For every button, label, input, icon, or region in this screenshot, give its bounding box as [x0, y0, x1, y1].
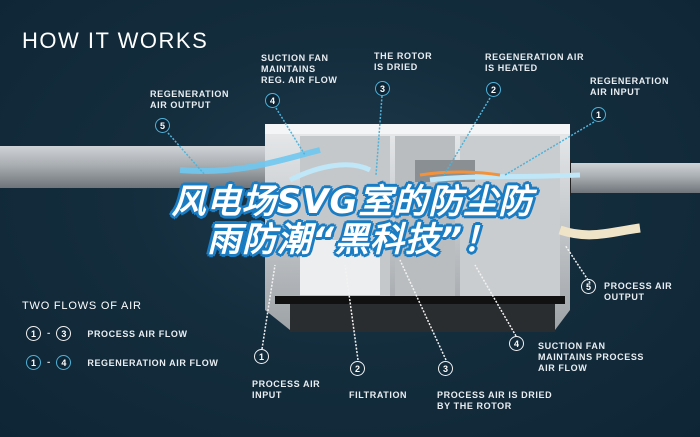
legend-to-number: 3: [56, 326, 72, 341]
page-title: HOW IT WORKS: [22, 28, 209, 53]
legend-row-regeneration: 1 - 4 REGENERATION AIR FLOW: [26, 355, 218, 370]
legend-to-number: 4: [56, 355, 72, 370]
callout-number-4-top: 4: [265, 93, 280, 108]
callout-number-2-top: 2: [486, 82, 501, 97]
callout-number-2-bottom: 2: [350, 361, 365, 376]
callout-number-4-bottom: 4: [509, 336, 524, 351]
legend-from-number: 1: [26, 355, 41, 370]
callout-number-3-bottom: 3: [438, 361, 453, 376]
callout-number-5-top: 5: [155, 118, 170, 133]
legend-row-process: 1 - 3 PROCESS AIR FLOW: [26, 326, 188, 341]
banner-line-1: 风电场SVG室的防尘防: [171, 182, 534, 222]
legend-title: TWO FLOWS OF AIR: [22, 300, 142, 312]
legend-label: PROCESS AIR FLOW: [87, 328, 188, 339]
callout-number-1-bottom: 1: [254, 349, 269, 364]
right-duct: [565, 163, 700, 193]
callout-label-filtration: FILTRATION: [349, 390, 408, 400]
callout-number-1-top: 1: [591, 107, 606, 122]
banner-line-2: 雨防潮“黑科技”！: [207, 220, 498, 260]
headline-banner: 风电场SVG室的防尘防 雨防潮“黑科技”！: [100, 183, 605, 259]
legend-label: REGENERATION AIR FLOW: [87, 357, 219, 368]
callout-number-5-bottom: 5: [581, 279, 596, 294]
callout-number-3-top: 3: [375, 81, 390, 96]
legend-from-number: 1: [26, 326, 41, 341]
